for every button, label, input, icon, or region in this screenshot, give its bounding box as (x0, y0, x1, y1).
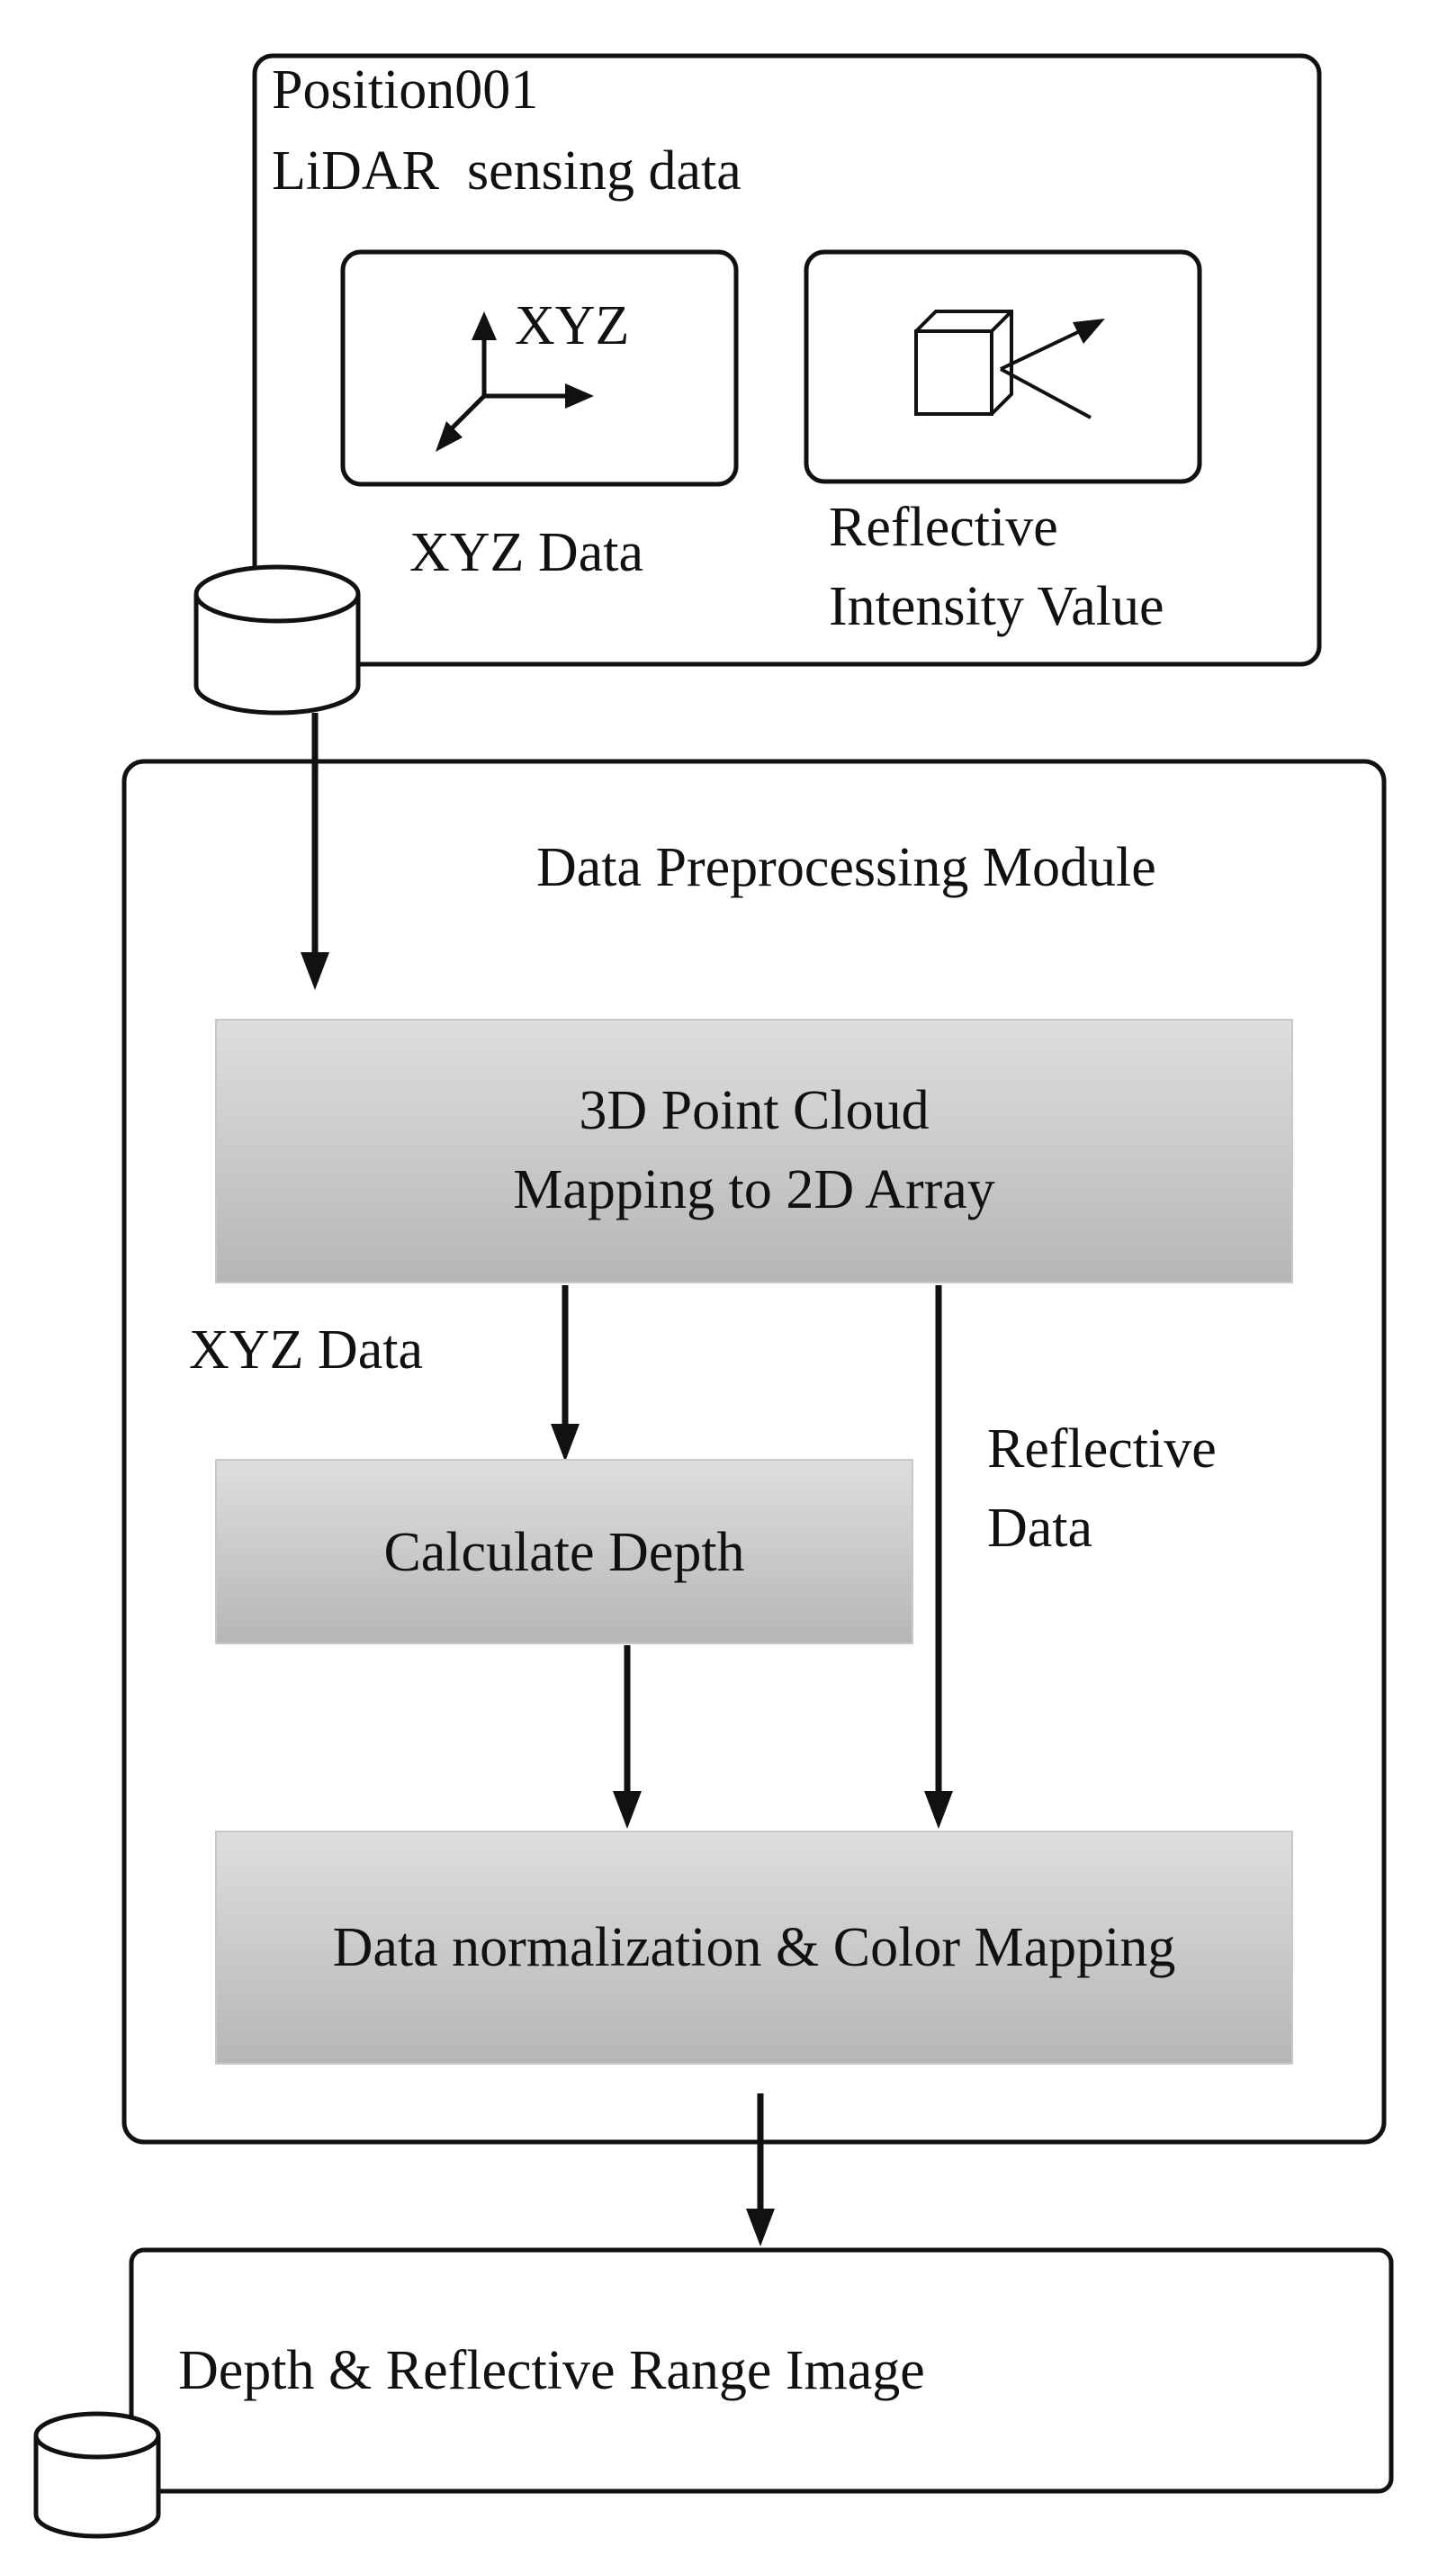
xyz-axes-icon (436, 311, 594, 452)
mapping-step-label: 3D Point Cloud Mapping to 2D Array (216, 1071, 1292, 1229)
data-preprocessing-module-box (121, 759, 1387, 2145)
reflective-data-line1: Reflective (987, 1418, 1217, 1480)
process-box-calculate-depth (215, 1459, 913, 1644)
xyz-data-flow-label: XYZ Data (189, 1319, 423, 1381)
xyz-data-box (340, 249, 739, 487)
calculate-depth-label: Calculate Depth (383, 1522, 745, 1583)
source-database-icon (193, 564, 361, 716)
mapping-step-line1: 3D Point Cloud (579, 1080, 930, 1141)
xyz-data-caption: XYZ Data (409, 522, 643, 583)
arrow-mapping-to-depth (551, 1285, 580, 1462)
arrow-source-to-module (301, 713, 329, 990)
arrow-module-to-output (746, 2093, 775, 2246)
position-box (252, 53, 1322, 667)
reflective-caption-line1: Reflective (829, 497, 1058, 558)
cube-reflection-icon (914, 310, 1105, 419)
output-box (129, 2247, 1394, 2494)
process-box-normalization (215, 1831, 1293, 2065)
position-title: Position001 (272, 59, 539, 121)
xyz-icon-label: XYZ (515, 295, 630, 356)
reflective-caption-line2: Intensity Value (829, 576, 1164, 637)
lidar-subtitle: LiDAR sensing data (272, 140, 741, 202)
module-title: Data Preprocessing Module (536, 837, 1156, 898)
arrow-depth-to-normalization (613, 1645, 642, 1829)
output-database-icon (33, 2411, 161, 2539)
reflective-data-line2: Data (987, 1498, 1093, 1559)
reflective-intensity-caption: Reflective Intensity Value (829, 488, 1164, 646)
reflective-data-flow-label: Reflective Data (987, 1409, 1217, 1568)
normalization-step-label: Data normalization & Color Mapping (332, 1917, 1176, 1978)
arrow-mapping-to-normalization (924, 1285, 953, 1829)
process-box-mapping (215, 1019, 1293, 1283)
mapping-step-line2: Mapping to 2D Array (513, 1159, 995, 1220)
output-label: Depth & Reflective Range Image (178, 2340, 925, 2401)
